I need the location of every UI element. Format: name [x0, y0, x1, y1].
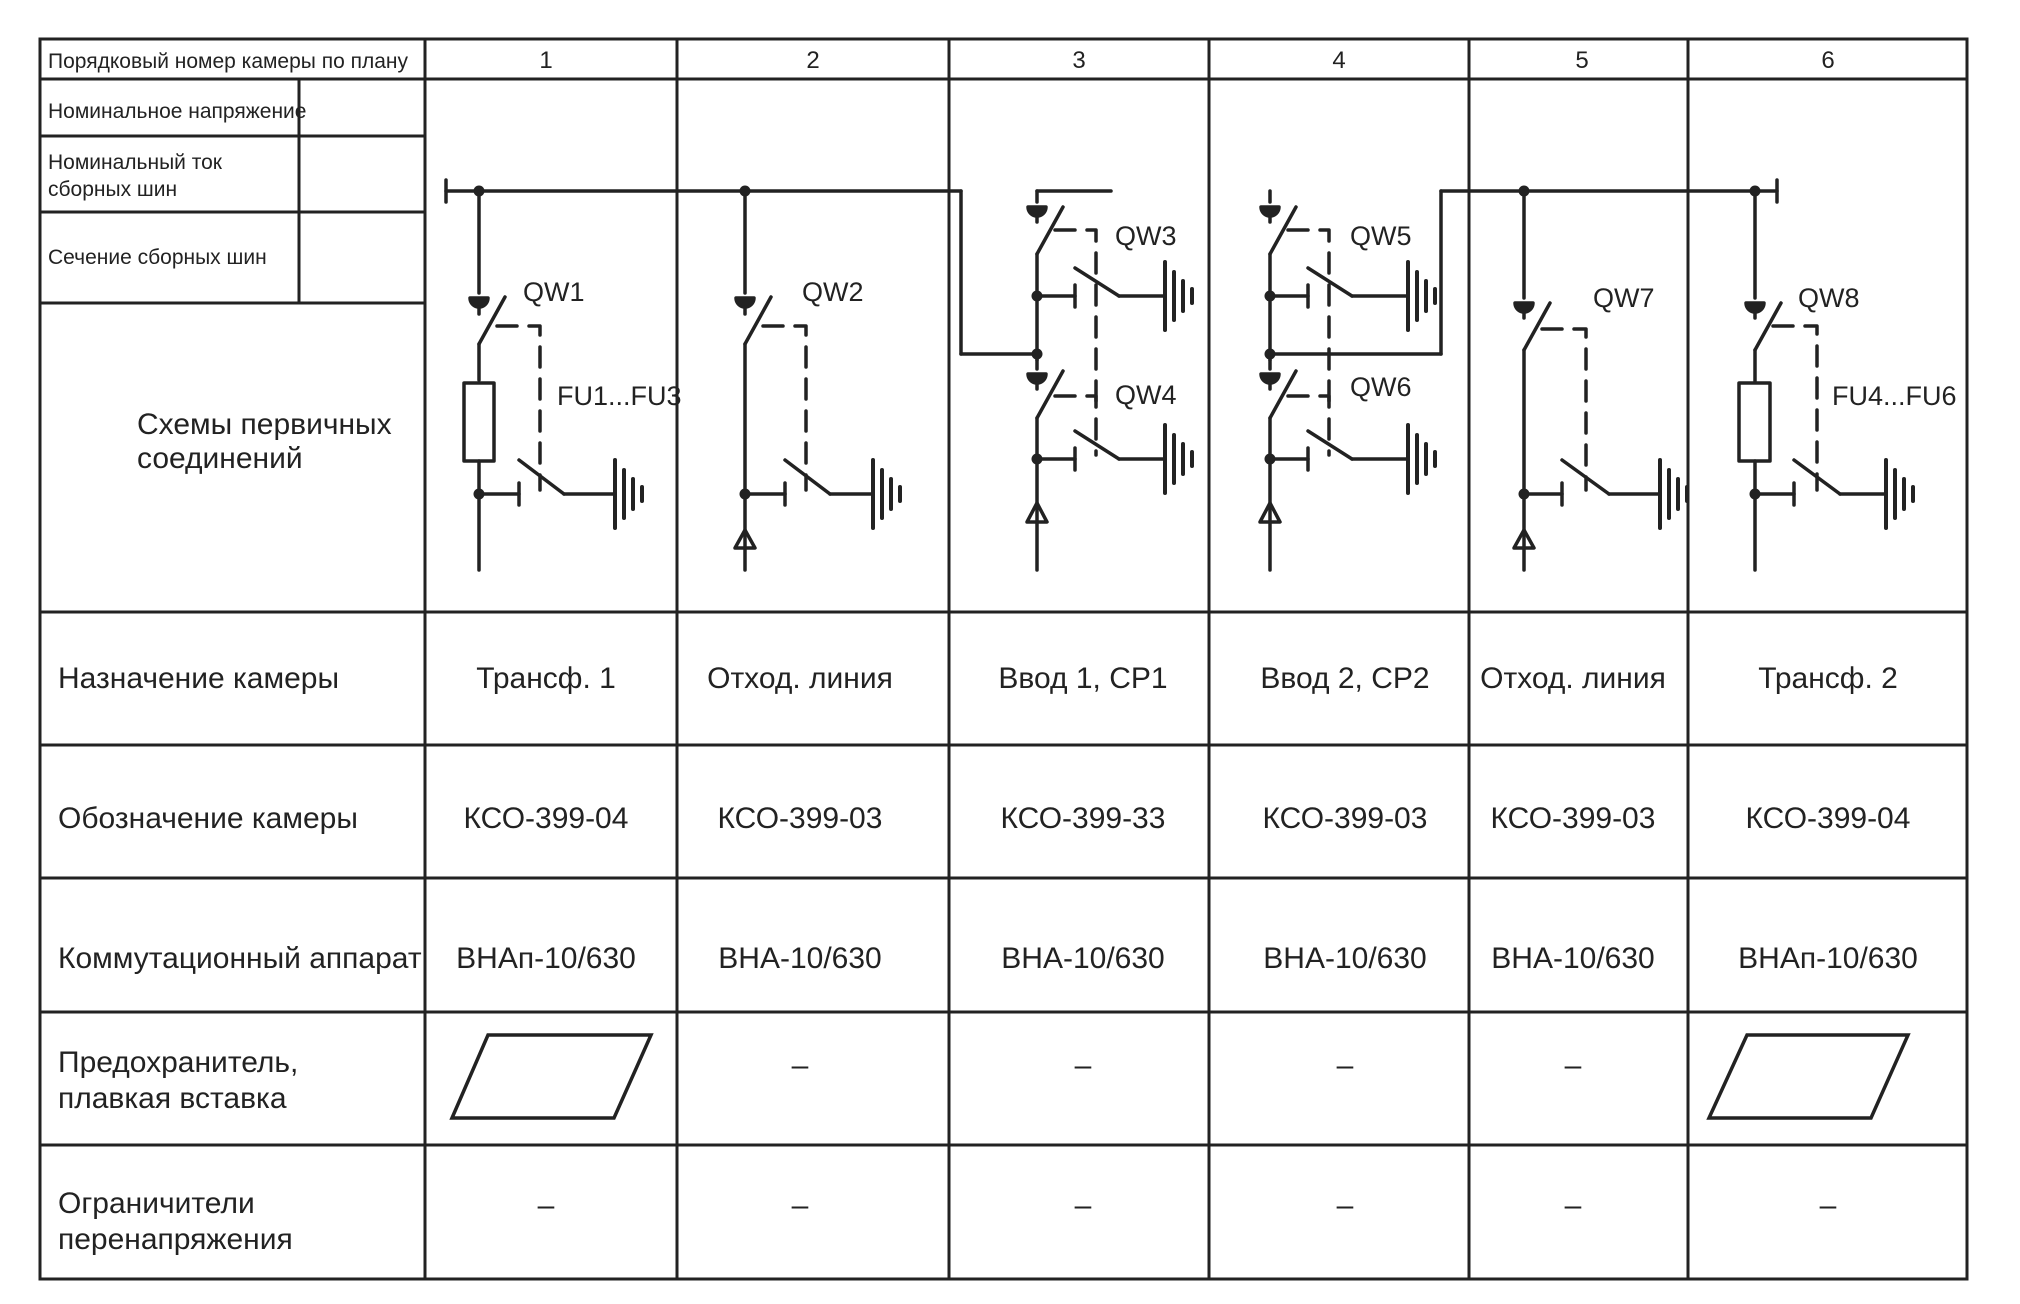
row-header-camera-number: Порядковый номер камеры по плану: [48, 50, 409, 73]
cell-5-scheme: [1512, 189, 1689, 572]
fuse-symbol-col-1: [449, 1033, 654, 1120]
label-fu-right: FU4...FU6: [1832, 381, 1957, 411]
col-4-number: 4: [1332, 47, 1345, 74]
row-header-purpose: Назначение камеры: [58, 662, 339, 695]
row-header-apparatus: Коммутационный аппарат: [58, 942, 422, 975]
col-4-purpose: Ввод 2, СР2: [1260, 662, 1429, 695]
col-1-designation: КСО-399-04: [464, 802, 629, 835]
row-header-limiters-line1: Ограничители: [58, 1187, 255, 1220]
row-header-nominal-voltage: Номинальное напряжение: [48, 100, 306, 123]
col-6-apparatus: ВНАп-10/630: [1738, 942, 1918, 975]
col-1-purpose: Трансф. 1: [476, 662, 616, 695]
row-header-fuse-line2: плавкая вставка: [58, 1082, 287, 1115]
col-5-designation: КСО-399-03: [1491, 802, 1656, 835]
primary-scheme-diagram: [444, 178, 1915, 572]
col-6-number: 6: [1821, 47, 1834, 74]
row-header-busbar-section: Сечение сборных шин: [48, 246, 267, 269]
col-3-designation: КСО-399-33: [1001, 802, 1166, 835]
col-5-fuse: –: [1565, 1049, 1582, 1082]
col-2-purpose: Отход. линия: [707, 662, 893, 695]
row-header-limiters-line2: перенапряжения: [58, 1223, 293, 1256]
cell-3-scheme: [1025, 189, 1194, 572]
col-3-apparatus: ВНА-10/630: [1001, 942, 1164, 975]
col-1-number: 1: [539, 47, 552, 74]
row-header-designation: Обозначение камеры: [58, 802, 358, 835]
col-6-purpose: Трансф. 2: [1758, 662, 1898, 695]
table-grid: [38, 37, 1969, 1281]
col-6-designation: КСО-399-04: [1746, 802, 1911, 835]
col-4-fuse: –: [1337, 1049, 1354, 1082]
label-qw2: QW2: [802, 277, 864, 307]
col-5-number: 5: [1575, 47, 1588, 74]
label-qw1: QW1: [523, 277, 585, 307]
label-qw5: QW5: [1350, 221, 1412, 251]
col-4-designation: КСО-399-03: [1263, 802, 1428, 835]
col-2-number: 2: [806, 47, 819, 74]
cell-2-scheme: [733, 189, 902, 572]
fuse-symbol-col-6: [1706, 1033, 1911, 1120]
col-5-purpose: Отход. линия: [1480, 662, 1666, 695]
busbar-section-1: [444, 178, 1039, 356]
col-2-fuse: –: [792, 1049, 809, 1082]
col-2-limiters: –: [792, 1189, 809, 1222]
col-1-limiters: –: [538, 1189, 555, 1222]
label-fu-left: FU1...FU3: [557, 381, 682, 411]
row-header-nominal-current-line1: Номинальный ток: [48, 151, 223, 174]
col-5-apparatus: ВНА-10/630: [1491, 942, 1654, 975]
col-3-limiters: –: [1075, 1189, 1092, 1222]
label-qw8: QW8: [1798, 283, 1860, 313]
col-4-limiters: –: [1337, 1189, 1354, 1222]
row-header-schemes-line2: соединений: [137, 442, 303, 475]
col-3-number: 3: [1072, 47, 1085, 74]
col-5-limiters: –: [1565, 1189, 1582, 1222]
col-2-designation: КСО-399-03: [718, 802, 883, 835]
label-qw4: QW4: [1115, 380, 1177, 410]
row-header-schemes-line1: Схемы первичных: [137, 408, 392, 441]
cell-6-scheme: [1737, 189, 1915, 572]
row-header-fuse-line1: Предохранитель,: [58, 1046, 298, 1079]
cell-1-scheme: [462, 189, 644, 572]
cell-4-scheme: [1258, 189, 1437, 572]
col-3-fuse: –: [1075, 1049, 1092, 1082]
label-qw6: QW6: [1350, 372, 1412, 402]
col-1-apparatus: ВНАп-10/630: [456, 942, 636, 975]
label-qw3: QW3: [1115, 221, 1177, 251]
col-4-apparatus: ВНА-10/630: [1263, 942, 1426, 975]
col-6-limiters: –: [1820, 1189, 1837, 1222]
col-3-purpose: Ввод 1, СР1: [998, 662, 1167, 695]
label-qw7: QW7: [1593, 283, 1655, 313]
busbar-section-2: [1268, 178, 1779, 356]
row-header-nominal-current-line2: сборных шин: [48, 178, 177, 201]
col-2-apparatus: ВНА-10/630: [718, 942, 881, 975]
